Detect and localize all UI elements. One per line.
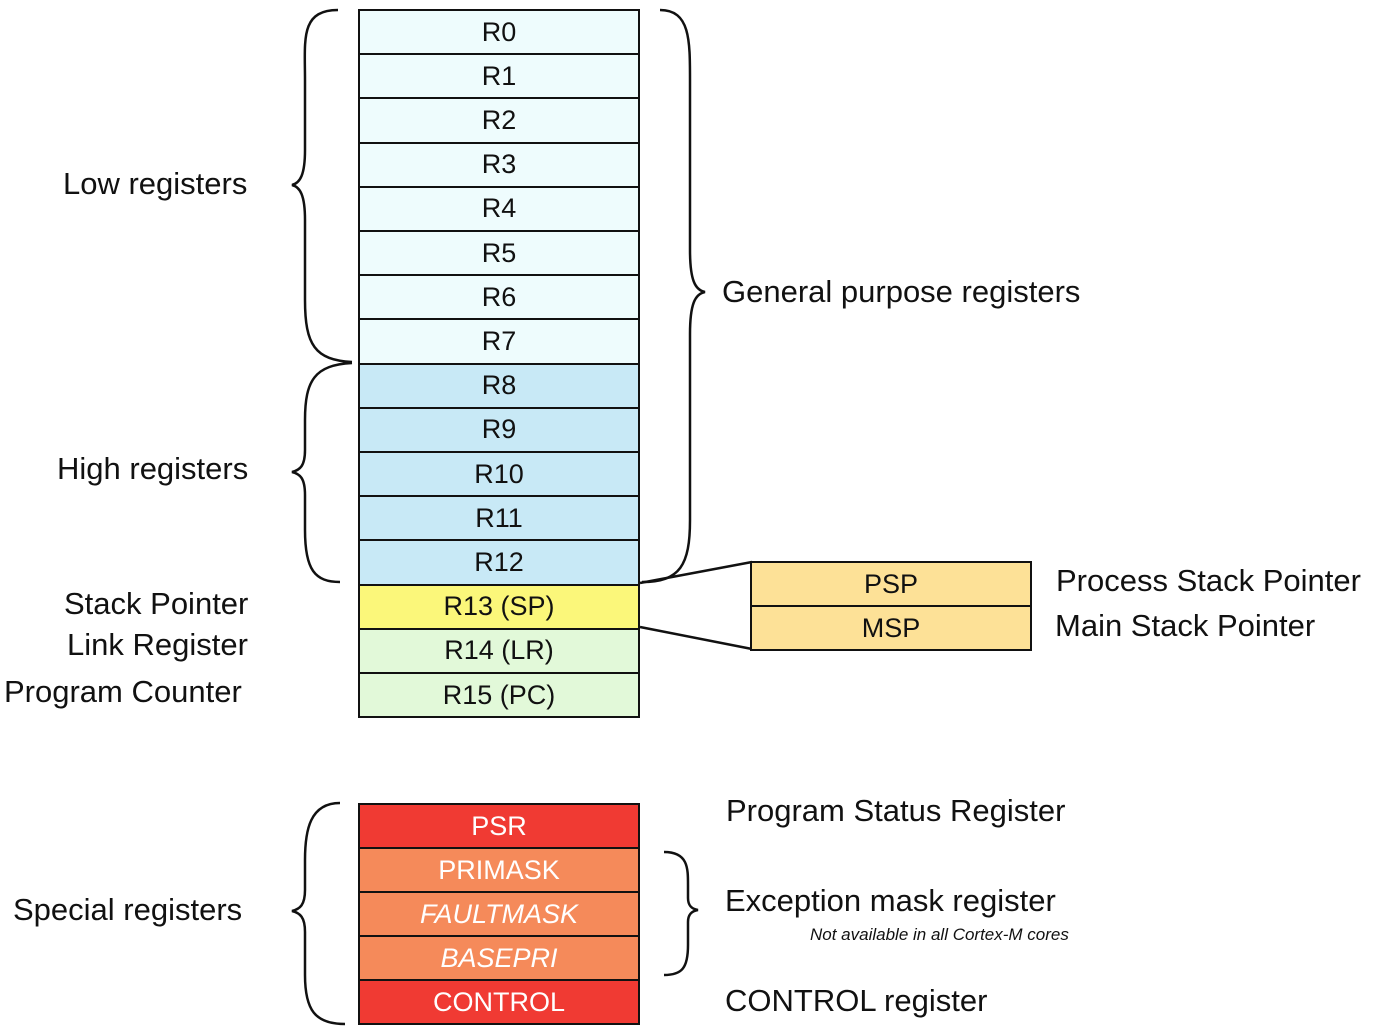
register-r11: R11 — [358, 495, 640, 542]
msp-description: Main Stack Pointer — [1055, 608, 1316, 643]
register-basepri: BASEPRI — [358, 935, 640, 981]
exception-mask-label: Exception mask register — [725, 883, 1056, 918]
exception-mask-brace — [663, 850, 699, 977]
register-control: CONTROL — [358, 979, 640, 1025]
register-r6: R6 — [358, 274, 640, 321]
register-r7: R7 — [358, 318, 640, 365]
register-r15-pc: R15 (PC) — [358, 672, 640, 719]
register-psp: PSP — [750, 561, 1032, 607]
low-registers-brace — [291, 8, 353, 364]
high-registers-brace — [291, 361, 353, 584]
register-r14-lr: R14 (LR) — [358, 627, 640, 674]
register-r10: R10 — [358, 451, 640, 498]
link-register-label: Link Register — [67, 627, 248, 662]
register-r0: R0 — [358, 9, 640, 56]
exception-mask-note: Not available in all Cortex-M cores — [810, 925, 1069, 944]
register-r3: R3 — [358, 141, 640, 188]
general-purpose-brace — [641, 8, 706, 584]
psp-description: Process Stack Pointer — [1056, 563, 1361, 598]
register-r13-sp: R13 (SP) — [358, 583, 640, 630]
register-r5: R5 — [358, 230, 640, 277]
low-registers-label: Low registers — [63, 166, 248, 201]
register-r8: R8 — [358, 362, 640, 409]
register-r4: R4 — [358, 185, 640, 232]
special-registers-label: Special registers — [13, 892, 243, 927]
special-registers-brace — [291, 801, 346, 1026]
register-r1: R1 — [358, 53, 640, 100]
stack-pointer-label: Stack Pointer — [64, 586, 249, 621]
register-r9: R9 — [358, 406, 640, 453]
register-msp: MSP — [750, 605, 1032, 651]
general-purpose-label: General purpose registers — [722, 274, 1081, 309]
control-register-label: CONTROL register — [725, 983, 988, 1018]
register-faultmask: FAULTMASK — [358, 891, 640, 937]
register-r2: R2 — [358, 97, 640, 144]
program-counter-label: Program Counter — [4, 674, 242, 709]
register-psr: PSR — [358, 803, 640, 849]
register-r12: R12 — [358, 539, 640, 586]
sp-connector-bottom — [639, 625, 753, 651]
program-status-register-label: Program Status Register — [726, 793, 1066, 828]
sp-connector-top — [639, 560, 753, 585]
register-primask: PRIMASK — [358, 847, 640, 893]
high-registers-label: High registers — [57, 451, 249, 486]
